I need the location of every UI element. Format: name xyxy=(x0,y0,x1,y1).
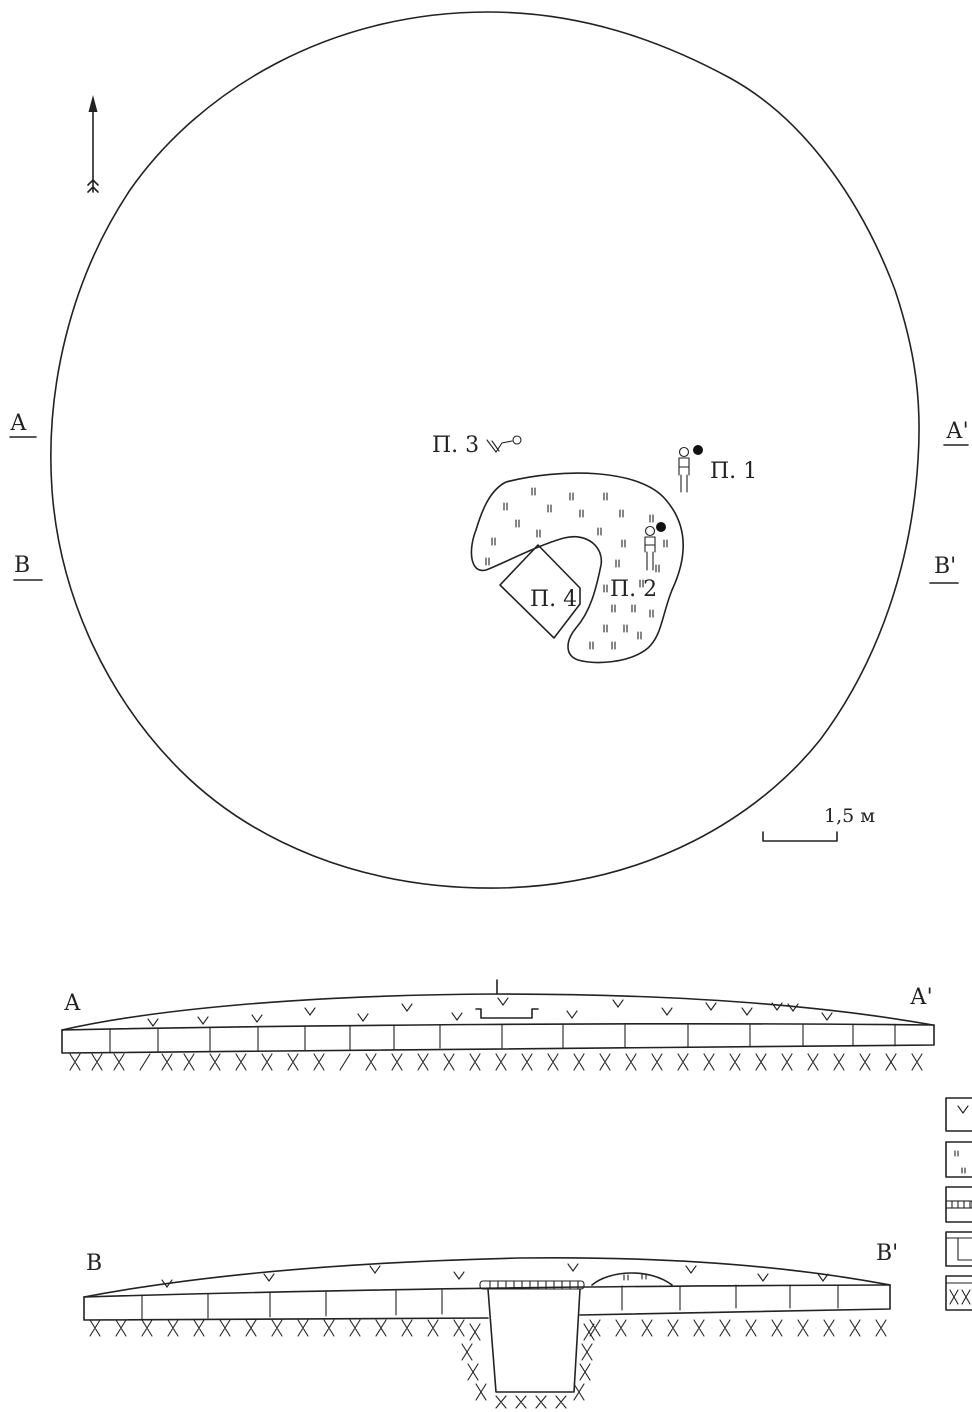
ladder-swatch xyxy=(945,1186,972,1223)
section-marker-a-prime: А' xyxy=(943,419,969,446)
vessel-icon xyxy=(693,445,703,455)
skeleton-crouched-icon xyxy=(486,435,522,453)
svg-text:В: В xyxy=(86,1251,102,1276)
section-aa-subsoil-hatching xyxy=(69,1053,923,1071)
svg-text:П. 2: П. 2 xyxy=(610,577,657,602)
svg-text:А': А' xyxy=(910,985,933,1010)
svg-text:П. 1: П. 1 xyxy=(710,459,757,484)
burial-3: П. 3 xyxy=(432,433,522,458)
scale-bar: 1,5 м xyxy=(762,805,875,842)
section-aa-layer-dividers xyxy=(109,1024,896,1054)
hatch-swatch xyxy=(945,1275,972,1311)
section-bb-v-marks xyxy=(161,1263,829,1288)
section-aa-v-marks xyxy=(147,997,833,1027)
vessel-icon xyxy=(656,522,666,532)
section-bb-grave-cover xyxy=(479,1280,585,1290)
section-bb: В В' xyxy=(83,1241,898,1409)
burial-1: П. 1 xyxy=(678,445,757,493)
legend xyxy=(945,1097,972,1311)
north-arrow-icon xyxy=(87,95,99,193)
section-aa: А А' xyxy=(61,979,935,1071)
svg-text:В': В' xyxy=(876,1241,898,1266)
svg-text:В: В xyxy=(14,553,30,578)
kurgan-plan: А А' В В' П. 3 xyxy=(9,11,969,889)
burial-4-chamber-outline xyxy=(499,544,581,639)
section-bb-mound-profile xyxy=(83,1257,891,1298)
mound-outline xyxy=(50,11,920,889)
burial-2-pit-outline xyxy=(470,472,685,664)
section-marker-b-prime: В' xyxy=(929,554,959,584)
section-bb-grave-pit xyxy=(487,1288,581,1393)
skeleton-extended-icon xyxy=(678,446,690,493)
section-marker-a: А xyxy=(9,411,37,438)
section-aa-mound-profile xyxy=(61,993,934,1031)
svg-text:А: А xyxy=(10,411,27,436)
block-swatch xyxy=(945,1231,972,1267)
burial-2: П. 2 xyxy=(470,472,685,664)
svg-text:А: А xyxy=(64,991,81,1016)
svg-text:А': А' xyxy=(946,419,969,444)
dash-mark-swatch xyxy=(945,1141,972,1178)
svg-text:1,5 м: 1,5 м xyxy=(824,805,875,827)
burial-4: П. 4 xyxy=(499,544,581,639)
section-bb-layer-dividers xyxy=(141,1284,839,1320)
v-mark-swatch xyxy=(945,1097,972,1132)
skeleton-extended-icon xyxy=(644,525,656,571)
fill-dash-marks xyxy=(485,487,668,650)
section-bb-subsoil-hatching xyxy=(89,1319,887,1337)
section-marker-b: В xyxy=(13,553,43,581)
svg-text:В': В' xyxy=(934,554,956,579)
svg-text:П. 3: П. 3 xyxy=(432,433,479,458)
svg-text:П. 4: П. 4 xyxy=(530,587,577,612)
section-bb-pit-hatching xyxy=(461,1323,595,1409)
